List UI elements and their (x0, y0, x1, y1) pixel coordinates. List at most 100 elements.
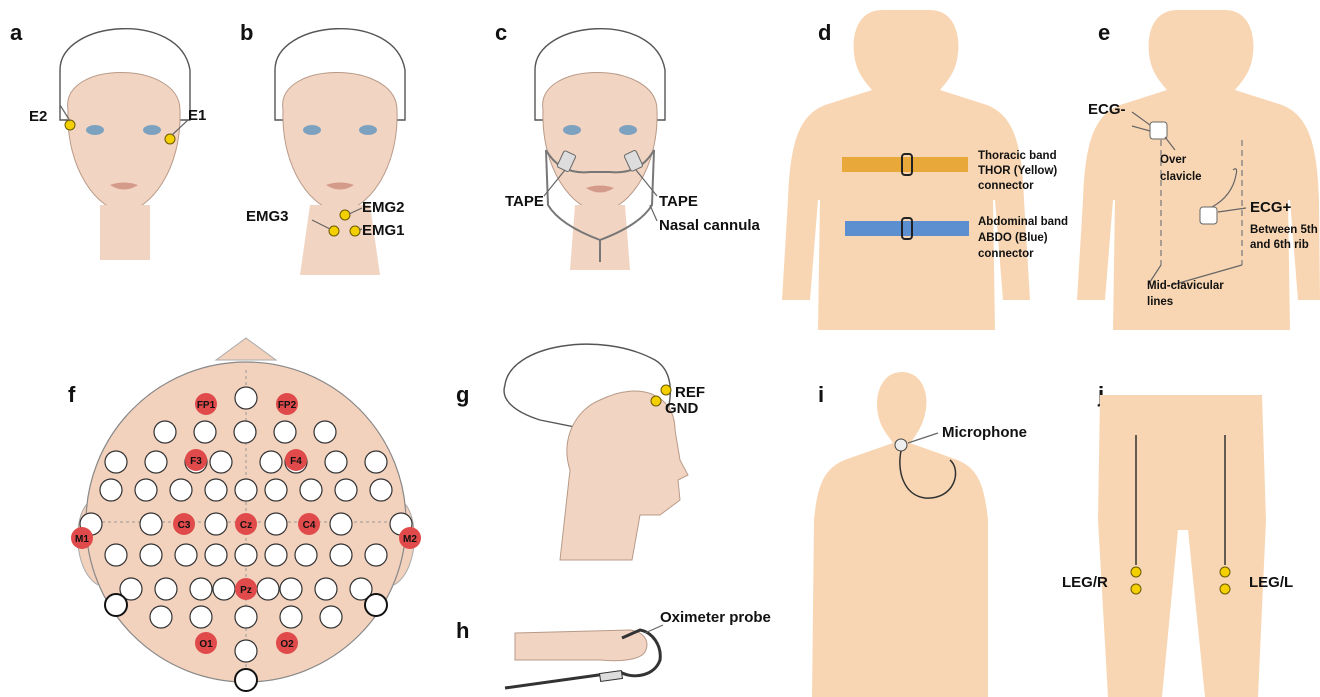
face-b (283, 73, 397, 213)
white-electrode (280, 578, 302, 600)
label-abdominal-3: connector (978, 248, 1034, 260)
panel-h-letter: h (456, 618, 469, 643)
white-electrode (330, 513, 352, 535)
eye-a-right (86, 125, 104, 135)
label-pz: Pz (240, 585, 252, 596)
white-electrode (140, 513, 162, 535)
electrode-emg2 (340, 210, 350, 220)
label-abdominal-1: Abdominal band (978, 216, 1068, 228)
white-electrode (100, 479, 122, 501)
label-thoracic-3: connector (978, 180, 1034, 192)
white-electrode (335, 479, 357, 501)
label-nasal-cannula: Nasal cannula (659, 217, 761, 234)
abdominal-band (845, 221, 969, 236)
white-electrode (365, 544, 387, 566)
white-electrode (205, 479, 227, 501)
label-c4: C4 (303, 520, 316, 531)
label-ref: REF (675, 384, 705, 401)
white-electrode (265, 513, 287, 535)
label-over: Over (1160, 154, 1187, 166)
eye-a-left (143, 125, 161, 135)
white-electrode (314, 421, 336, 443)
label-clavicle: clavicle (1160, 171, 1202, 183)
label-leg-r: LEG/R (1062, 574, 1108, 591)
panel-i-letter: i (818, 382, 824, 407)
white-electrode (155, 578, 177, 600)
white-electrode (234, 421, 256, 443)
label-between-2: and 6th rib (1250, 239, 1309, 251)
panel-b-letter: b (240, 20, 253, 45)
white-electrode (135, 479, 157, 501)
electrode-leg-r-bottom (1131, 584, 1141, 594)
white-electrode (235, 606, 257, 628)
panel-g: g REF GND (456, 344, 705, 560)
white-electrode (295, 544, 317, 566)
panel-f-letter: f (68, 382, 76, 407)
white-electrode (190, 578, 212, 600)
panel-h: h Oximeter probe (456, 609, 771, 688)
panel-b: b EMG3 EMG2 EMG1 (240, 20, 405, 275)
label-o2: O2 (280, 639, 294, 650)
label-gnd: GND (665, 400, 699, 417)
white-electrode (213, 578, 235, 600)
white-electrode (140, 544, 162, 566)
label-microphone: Microphone (942, 424, 1027, 441)
label-emg1: EMG1 (362, 222, 405, 239)
outer-electrode (235, 669, 257, 691)
eye-b-left (359, 125, 377, 135)
eye-b-right (303, 125, 321, 135)
panel-c: c TAPE TAPE Nasal cannula (495, 20, 761, 270)
label-tape-left: TAPE (659, 193, 698, 210)
label-leg-l: LEG/L (1249, 574, 1293, 591)
white-electrode (210, 451, 232, 473)
label-mid-2: lines (1147, 296, 1173, 308)
white-electrode (300, 479, 322, 501)
white-electrode (154, 421, 176, 443)
label-oximeter-probe: Oximeter probe (660, 609, 771, 626)
white-electrode (190, 606, 212, 628)
electrode-e1 (165, 134, 175, 144)
white-electrode (257, 578, 279, 600)
label-c3: C3 (178, 520, 191, 531)
panel-e: e ECG- Over clavicle ECG+ Between 5th an… (1077, 10, 1320, 330)
white-electrode (330, 544, 352, 566)
electrode-ref (661, 385, 671, 395)
white-electrode (320, 606, 342, 628)
white-electrode (235, 640, 257, 662)
label-emg3: EMG3 (246, 208, 289, 225)
electrode-emg1 (350, 226, 360, 236)
label-ecg-plus: ECG+ (1250, 199, 1292, 216)
label-ecg-minus: ECG- (1088, 101, 1126, 118)
label-o1: O1 (199, 639, 213, 650)
panel-a: a E2 E1 (10, 20, 206, 260)
white-electrode (145, 451, 167, 473)
white-electrode (175, 544, 197, 566)
electrode-emg3 (329, 226, 339, 236)
label-m1: M1 (75, 534, 89, 545)
panel-j: j LEG/R LEG/L (1062, 382, 1293, 697)
thoracic-band (842, 157, 968, 172)
label-e1: E1 (188, 107, 206, 124)
electrode-leg-l-top (1220, 567, 1230, 577)
white-electrode (315, 578, 337, 600)
eye-c-right (563, 125, 581, 135)
label-emg2: EMG2 (362, 199, 405, 216)
eye-c-left (619, 125, 637, 135)
label-m2: M2 (403, 534, 417, 545)
white-electrode (150, 606, 172, 628)
white-electrode (370, 479, 392, 501)
white-electrode (205, 544, 227, 566)
outer-electrode (105, 594, 127, 616)
electrode-leg-l-bottom (1220, 584, 1230, 594)
white-electrode (205, 513, 227, 535)
neck-a (100, 205, 150, 260)
label-tape-right: TAPE (505, 193, 544, 210)
panel-f: f FP1 FP2 F3 F4 M1 C3 Cz (68, 338, 421, 691)
label-thoracic-2: THOR (Yellow) (978, 165, 1057, 177)
white-electrode (235, 479, 257, 501)
white-electrode (280, 606, 302, 628)
outer-electrode (365, 594, 387, 616)
electrode-gnd (651, 396, 661, 406)
white-electrode (325, 451, 347, 473)
